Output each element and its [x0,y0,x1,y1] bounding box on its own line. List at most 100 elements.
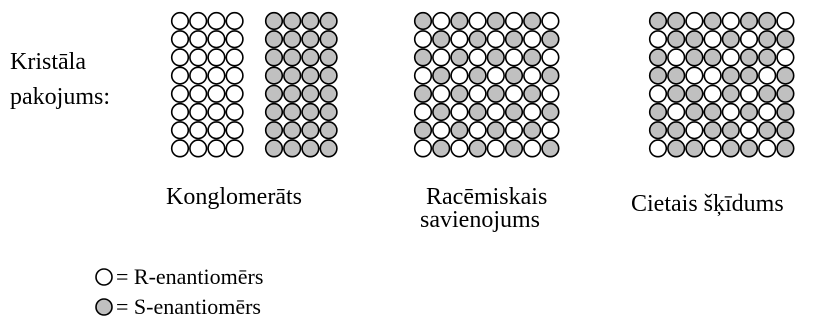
s-enantiomer-molecule [320,86,337,103]
legend-r-label: = R-enantiomērs [116,266,263,288]
r-enantiomer-molecule [190,140,207,157]
r-enantiomer-molecule [506,86,523,103]
s-enantiomer-molecule [415,122,432,139]
caption-conglomerate: Konglomerāts [166,184,302,211]
s-enantiomer-molecule [302,67,319,84]
r-enantiomer-molecule [524,31,541,48]
s-enantiomer-molecule [542,67,559,84]
s-enantiomer-molecule [320,31,337,48]
r-enantiomer-molecule [226,86,243,103]
row-label-line-2: pakojums: [10,85,110,109]
s-enantiomer-molecule [266,122,283,139]
s-enantiomer-molecule [741,104,758,121]
s-enantiomer-molecule [266,104,283,121]
s-enantiomer-molecule [284,31,301,48]
r-enantiomer-molecule [415,31,432,48]
s-enantiomer-molecule [777,86,794,103]
s-enantiomer-molecule [320,140,337,157]
s-enantiomer-molecule [302,104,319,121]
r-enantiomer-molecule [777,49,794,66]
r-enantiomer-molecule [488,104,505,121]
r-enantiomer-molecule [226,49,243,66]
r-enantiomer-molecule [226,31,243,48]
r-enantiomer-molecule [208,13,225,30]
r-enantiomer-molecule [190,67,207,84]
s-enantiomer-molecule [723,140,740,157]
r-enantiomer-molecule [451,104,468,121]
s-enantiomer-molecule [759,122,776,139]
r-enantiomer-molecule [686,122,703,139]
s-enantiomer-molecule [777,67,794,84]
r-enantiomer-molecule [226,140,243,157]
s-enantiomer-molecule [451,49,468,66]
caption-solid-solution: Cietais šķīdums [631,191,784,218]
r-enantiomer-molecule [415,104,432,121]
s-enantiomer-molecule [488,49,505,66]
s-enantiomer-molecule [668,86,685,103]
s-enantiomer-molecule [433,31,450,48]
r-enantiomer-molecule [433,13,450,30]
r-enantiomer-molecule [226,122,243,139]
r-enantiomer-molecule [759,104,776,121]
s-enantiomer-molecule [741,140,758,157]
s-enantiomer-molecule [524,86,541,103]
r-enantiomer-molecule [542,13,559,30]
r-enantiomer-molecule [741,86,758,103]
r-enantiomer-molecule [172,31,189,48]
r-enantiomer-molecule [686,67,703,84]
s-enantiomer-molecule [415,13,432,30]
r-enantiomer-molecule [506,49,523,66]
r-enantiomer-molecule [542,49,559,66]
packing-grid-solid_solution-0 [650,13,794,157]
r-enantiomer-molecule [190,49,207,66]
s-enantiomer-molecule [542,104,559,121]
s-enantiomer-molecule [284,13,301,30]
s-enantiomer-molecule [741,13,758,30]
s-enantiomer-molecule [668,67,685,84]
r-enantiomer-molecule [208,49,225,66]
r-enantiomer-molecule [704,140,721,157]
legend-markers [96,269,112,315]
s-enantiomer-molecule [723,67,740,84]
r-enantiomer-molecule [506,122,523,139]
s-enantiomer-molecule [686,49,703,66]
r-enantiomer-molecule [451,31,468,48]
s-enantiomer-molecule [777,140,794,157]
s-enantiomer-molecule [451,122,468,139]
s-enantiomer-molecule [469,67,486,84]
r-enantiomer-molecule [172,140,189,157]
r-enantiomer-molecule [704,67,721,84]
s-enantiomer-molecule [542,140,559,157]
r-enantiomer-molecule [506,13,523,30]
s-enantiomer-molecule [686,86,703,103]
s-enantiomer-molecule [506,104,523,121]
s-enantiomer-molecule [302,140,319,157]
r-enantiomer-molecule [488,140,505,157]
s-enantiomer-molecule [777,104,794,121]
r-enantiomer-molecule [172,86,189,103]
caption-racemic-line-2: savienojums [420,207,540,234]
s-enantiomer-molecule [759,49,776,66]
s-enantiomer-molecule [723,86,740,103]
r-enantiomer-molecule [704,86,721,103]
s-enantiomer-molecule [741,67,758,84]
s-enantiomer-molecule [469,104,486,121]
r-enantiomer-molecule [524,140,541,157]
r-enantiomer-molecule [172,104,189,121]
s-enantiomer-molecule [668,13,685,30]
r-enantiomer-molecule [190,86,207,103]
s-enantiomer-molecule [650,122,667,139]
r-enantiomer-molecule [190,122,207,139]
s-enantiomer-molecule [320,122,337,139]
r-enantiomer-molecule [172,49,189,66]
r-enantiomer-molecule [208,122,225,139]
s-enantiomer-molecule [524,122,541,139]
r-enantiomer-molecule [208,140,225,157]
s-enantiomer-molecule [741,49,758,66]
r-enantiomer-molecule [723,13,740,30]
s-enantiomer-molecule [668,122,685,139]
s-enantiomer-molecule [320,67,337,84]
r-enantiomer-molecule [190,104,207,121]
s-enantiomer-molecule [302,122,319,139]
r-enantiomer-molecule [469,49,486,66]
